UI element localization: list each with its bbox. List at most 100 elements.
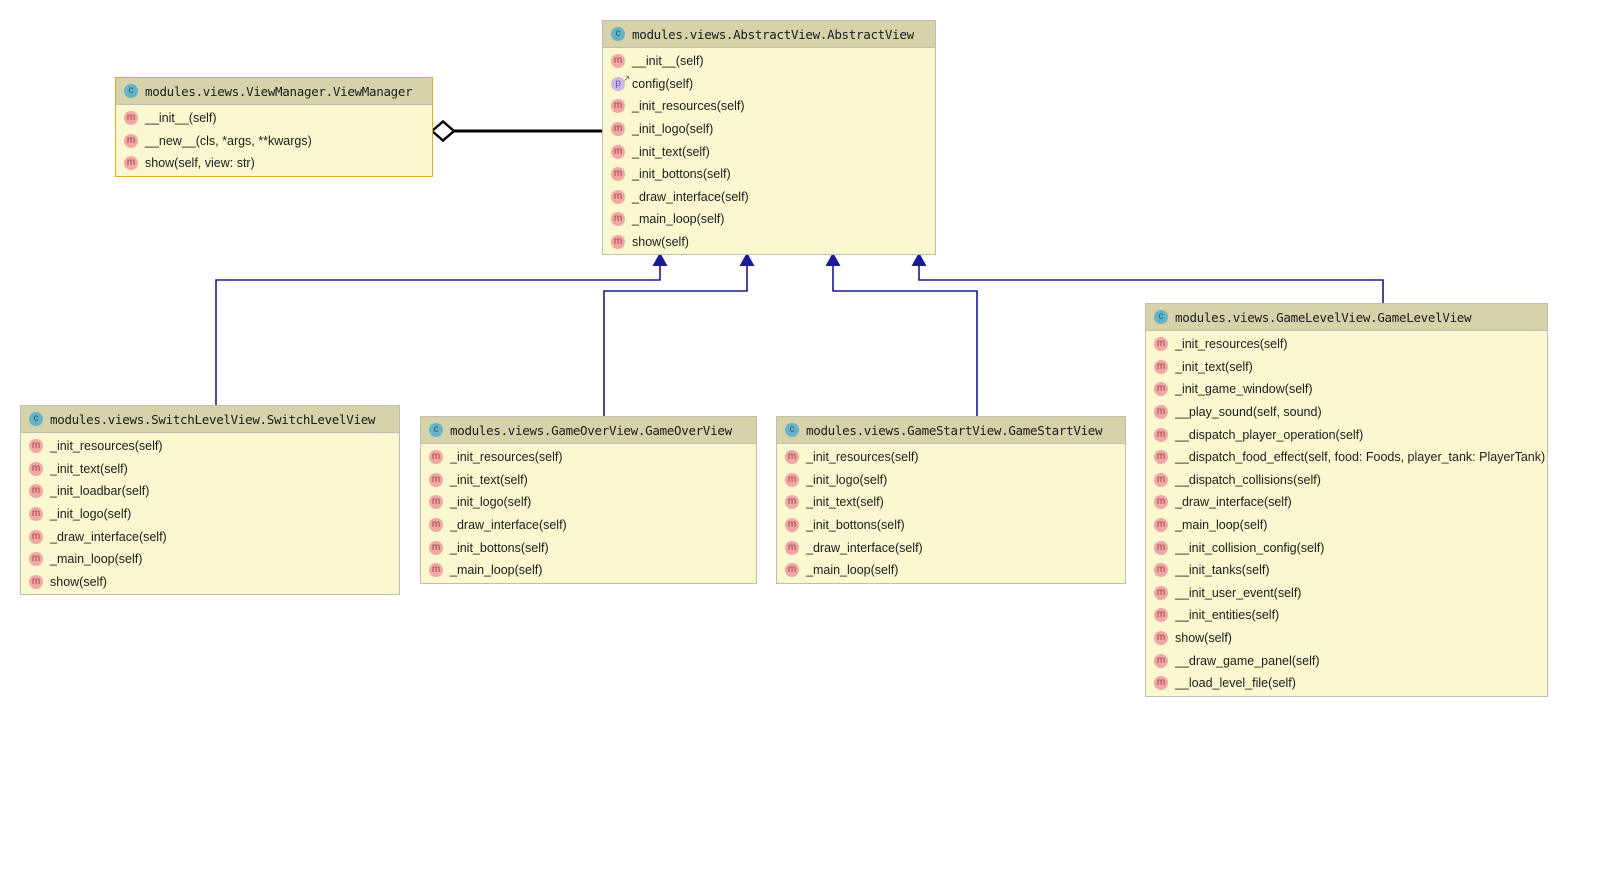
member-row: m __new__(cls, *args, **kwargs) xyxy=(116,130,432,153)
member-label: __init_user_event(self) xyxy=(1175,585,1302,600)
member-label: _main_loop(self) xyxy=(450,563,543,578)
method-icon: m xyxy=(29,529,43,544)
method-icon: m xyxy=(785,563,799,578)
method-icon: m xyxy=(1154,563,1168,578)
class-node-body: m _init_resources(self) m _init_text(sel… xyxy=(21,433,399,594)
method-icon: m xyxy=(1154,472,1168,487)
method-icon: m xyxy=(1154,495,1168,510)
inheritance-edge-gamestartview[interactable] xyxy=(825,252,978,417)
member-label: _init_resources(self) xyxy=(50,439,163,454)
member-label: _init_text(self) xyxy=(450,472,528,487)
method-icon: m xyxy=(1154,405,1168,420)
member-row: m __load_level_file(self) xyxy=(1146,672,1547,695)
method-icon: m xyxy=(1154,450,1168,465)
member-row: m __init_tanks(self) xyxy=(1146,559,1547,582)
member-row: m __dispatch_food_effect(self, food: Foo… xyxy=(1146,446,1547,469)
member-row: m _draw_interface(self) xyxy=(603,186,935,209)
member-row: m _draw_interface(self) xyxy=(1146,491,1547,514)
property-arrow-icon: ↗ xyxy=(623,73,630,83)
member-label: __play_sound(self, sound) xyxy=(1175,405,1322,420)
method-icon: m xyxy=(124,111,138,126)
class-title: modules.views.GameLevelView.GameLevelVie… xyxy=(1175,309,1472,325)
member-row: m show(self) xyxy=(1146,627,1547,650)
member-row: m _init_loadbar(self) xyxy=(21,480,399,503)
member-label: __dispatch_player_operation(self) xyxy=(1175,427,1364,442)
member-label: _main_loop(self) xyxy=(50,552,143,567)
member-row: m _init_text(self) xyxy=(603,140,935,163)
member-row: m __dispatch_player_operation(self) xyxy=(1146,423,1547,446)
class-icon: c xyxy=(611,27,625,41)
member-row: m _init_text(self) xyxy=(1146,356,1547,379)
class-node-body: m __init__(self) m __new__(cls, *args, *… xyxy=(116,105,432,176)
aggregation-edge-viewmanager-abstractview[interactable] xyxy=(430,119,602,143)
member-row: m __play_sound(self, sound) xyxy=(1146,401,1547,424)
member-label: _init_bottons(self) xyxy=(632,167,731,182)
member-row: m _init_text(self) xyxy=(777,491,1125,514)
member-row: m _init_resources(self) xyxy=(21,435,399,458)
member-label: __init_tanks(self) xyxy=(1175,563,1270,578)
class-icon: c xyxy=(29,412,43,426)
member-label: _init_text(self) xyxy=(632,144,710,159)
property-icon: p ↗ xyxy=(611,74,630,91)
method-icon: m xyxy=(124,133,138,148)
class-node-gamestartview[interactable]: c modules.views.GameStartView.GameStartV… xyxy=(776,416,1126,584)
method-icon: m xyxy=(611,167,625,182)
member-label: __init_entities(self) xyxy=(1175,608,1280,623)
member-row: m _main_loop(self) xyxy=(21,548,399,571)
method-icon: m xyxy=(611,122,625,137)
inheritance-arrow-icon xyxy=(911,252,927,266)
class-icon: c xyxy=(124,84,138,98)
member-row: m __init__(self) xyxy=(603,50,935,73)
member-row: m _init_game_window(self) xyxy=(1146,378,1547,401)
member-row: m __dispatch_collisions(self) xyxy=(1146,469,1547,492)
class-title: modules.views.AbstractView.AbstractView xyxy=(632,26,914,42)
class-title: modules.views.ViewManager.ViewManager xyxy=(145,83,413,99)
method-icon: m xyxy=(29,461,43,476)
property-icon-letter: p xyxy=(615,77,621,89)
member-label: _init_logo(self) xyxy=(50,507,132,522)
method-icon: m xyxy=(429,563,443,578)
class-node-gameoverview[interactable]: c modules.views.GameOverView.GameOverVie… xyxy=(420,416,757,584)
method-icon: m xyxy=(1154,518,1168,533)
member-label: _draw_interface(self) xyxy=(450,518,567,533)
method-icon: m xyxy=(1154,337,1168,352)
method-icon: m xyxy=(429,540,443,555)
method-icon: m xyxy=(611,54,625,69)
class-node-header: c modules.views.GameStartView.GameStartV… xyxy=(777,417,1125,444)
method-icon: m xyxy=(429,495,443,510)
inheritance-edge-switchlevelview[interactable] xyxy=(215,252,668,406)
member-label: __load_level_file(self) xyxy=(1175,676,1296,691)
member-label: __draw_game_panel(self) xyxy=(1175,653,1320,668)
member-row: m _init_text(self) xyxy=(21,458,399,481)
class-node-header: c modules.views.AbstractView.AbstractVie… xyxy=(603,21,935,48)
member-label: _init_bottons(self) xyxy=(806,518,905,533)
inheritance-edge-gamelevelview[interactable] xyxy=(911,252,1384,304)
member-row: p ↗ config(self) xyxy=(603,73,935,96)
class-node-header: c modules.views.SwitchLevelView.SwitchLe… xyxy=(21,406,399,433)
method-icon: m xyxy=(429,472,443,487)
member-row: m _init_resources(self) xyxy=(1146,333,1547,356)
member-label: show(self) xyxy=(1175,631,1232,646)
class-node-switchlevelview[interactable]: c modules.views.SwitchLevelView.SwitchLe… xyxy=(20,405,400,596)
method-icon: m xyxy=(611,235,625,250)
method-icon: m xyxy=(1154,653,1168,668)
member-row: m __init__(self) xyxy=(116,107,432,130)
class-node-viewmanager[interactable]: c modules.views.ViewManager.ViewManager … xyxy=(115,77,433,177)
class-node-gamelevelview[interactable]: c modules.views.GameLevelView.GameLevelV… xyxy=(1145,303,1548,697)
method-icon: m xyxy=(1154,631,1168,646)
method-icon: m xyxy=(1154,676,1168,691)
member-row: m show(self) xyxy=(21,571,399,594)
class-node-header: c modules.views.GameLevelView.GameLevelV… xyxy=(1146,304,1547,331)
member-row: m _main_loop(self) xyxy=(1146,514,1547,537)
class-node-abstractview[interactable]: c modules.views.AbstractView.AbstractVie… xyxy=(602,20,936,256)
inheritance-edge-gameoverview[interactable] xyxy=(603,252,755,417)
member-label: show(self) xyxy=(632,235,689,250)
member-row: m _init_resources(self) xyxy=(777,446,1125,469)
member-row: m _draw_interface(self) xyxy=(21,525,399,548)
method-icon: m xyxy=(429,518,443,533)
class-icon: c xyxy=(785,423,799,437)
method-icon: m xyxy=(1154,427,1168,442)
method-icon: m xyxy=(29,507,43,522)
